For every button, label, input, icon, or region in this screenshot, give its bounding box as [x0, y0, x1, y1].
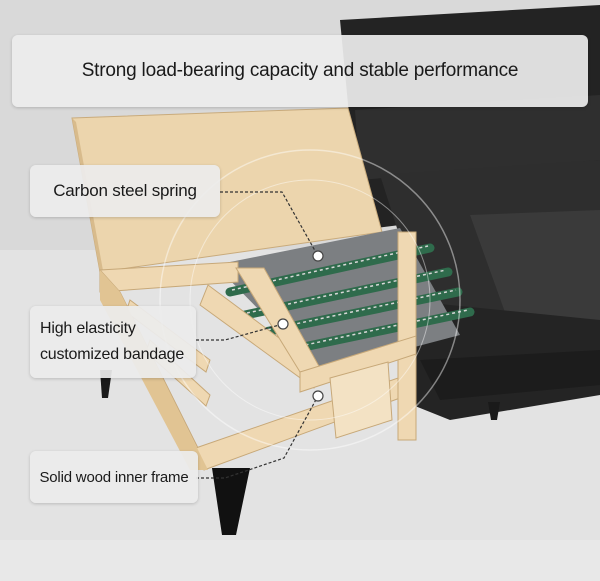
sofa-leg-right [488, 402, 500, 420]
page-title: Strong load-bearing capacity and stable … [81, 60, 519, 81]
callout-carbon-steel-spring: Carbon steel spring [30, 165, 220, 217]
watermark-seal [159, 149, 461, 451]
callout-solid-wood-frame: Solid wood inner frame [30, 451, 198, 503]
callout-label: Carbon steel spring [53, 181, 197, 200]
callout-label: Solid wood inner frame [39, 468, 189, 486]
title-banner: Strong load-bearing capacity and stable … [12, 35, 588, 107]
bottom-floor-strip [0, 540, 600, 581]
callout-connectors [196, 191, 319, 479]
sofa-leg-front [212, 468, 250, 535]
callout-label-line-2: customized bandage [40, 346, 185, 363]
callout-dots [277, 250, 324, 402]
callout-label-line-1: High elasticity [40, 320, 136, 337]
callout-elastic-bandage: High elasticity customized bandage [30, 306, 196, 378]
